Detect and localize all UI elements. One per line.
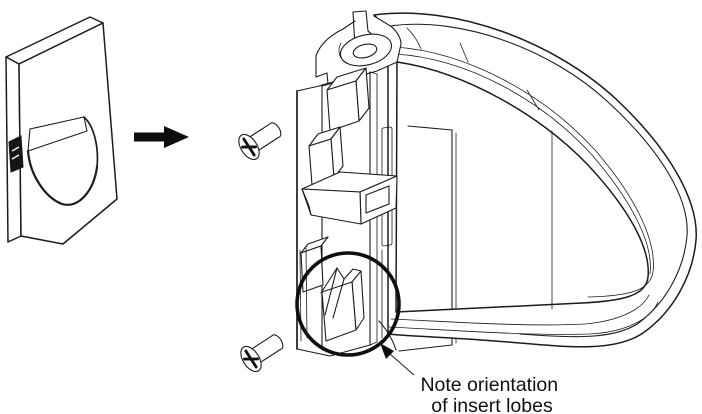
screw-bottom: [240, 334, 284, 373]
annotation-line-1: Note orientation: [420, 374, 558, 396]
side-groove: [381, 126, 393, 247]
screw-top: [238, 122, 282, 161]
insert-lobe-bottom: [320, 267, 365, 342]
pivot-hole: [352, 43, 378, 59]
insert-panel: [5, 16, 118, 245]
phillips-cross-icon: [241, 137, 257, 157]
mounting-bracket: [296, 10, 402, 357]
direction-arrow-icon: [134, 126, 189, 148]
leader-arrow: [380, 343, 415, 376]
phillips-cross-icon: [243, 349, 259, 369]
pivot-head: [315, 10, 402, 86]
annotation-text: Note orientation of insert lobes: [420, 374, 563, 414]
annotation-line-2: of insert lobes: [431, 395, 553, 414]
latch-hook: [301, 171, 398, 225]
handle: [373, 12, 697, 348]
callout-circle: [295, 251, 401, 357]
insert-lobe-middle: [308, 126, 344, 186]
edge-slot: [8, 135, 24, 173]
insert-lobe-top: [326, 67, 370, 132]
grip-pocket: [26, 116, 99, 206]
leader-arrowhead-icon: [380, 343, 394, 359]
